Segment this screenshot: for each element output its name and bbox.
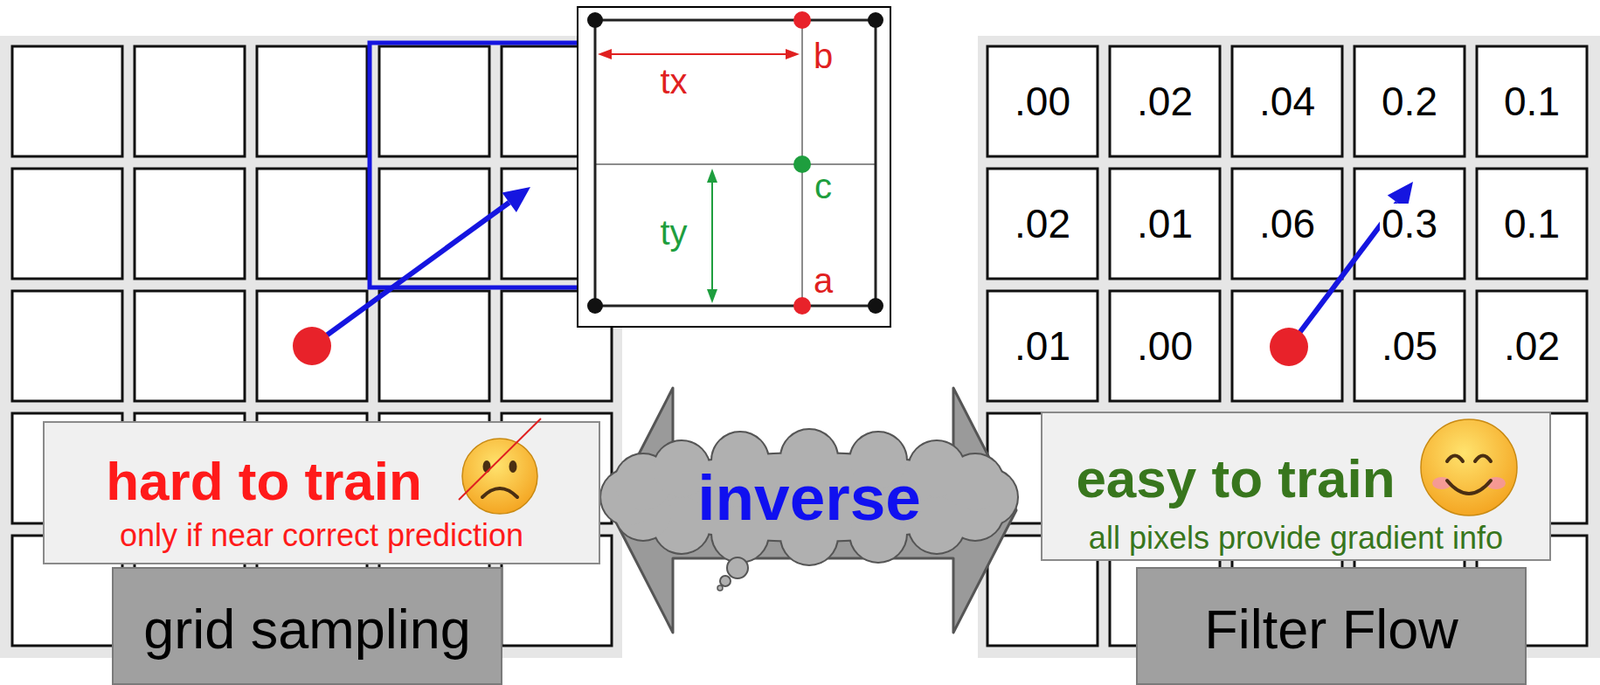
source-pixel xyxy=(1269,327,1309,367)
interp-point xyxy=(793,297,811,315)
arrow-head xyxy=(597,48,612,60)
weight-cell: 0.2 xyxy=(1379,81,1440,122)
offset-arrow xyxy=(311,202,510,347)
weight-cell: .02 xyxy=(1135,81,1195,122)
arrow-head xyxy=(502,187,532,213)
grid-cell xyxy=(1476,46,1587,157)
grid-cell xyxy=(134,46,245,157)
grid-cell xyxy=(134,168,245,279)
corner-point xyxy=(867,12,884,28)
sampling-window xyxy=(369,42,612,288)
grid-cell xyxy=(1109,168,1220,279)
grid-cell xyxy=(987,290,1098,402)
edge-label: inverse xyxy=(697,465,922,530)
grid-cell xyxy=(1354,290,1465,402)
grid-cell xyxy=(1354,168,1465,279)
grid-cell xyxy=(1109,46,1220,157)
weight-cell: .02 xyxy=(1012,203,1073,244)
arrow-head xyxy=(706,168,718,183)
grid-cell xyxy=(1476,168,1587,279)
grid-cell xyxy=(987,46,1098,157)
callout-note: all pixels provide gradient info xyxy=(1088,519,1504,556)
callout-box: easy to train all pixels provide gradient… xyxy=(1040,411,1552,562)
weight-cell: .04 xyxy=(1257,81,1317,122)
grid-cell xyxy=(12,46,123,157)
sample-point xyxy=(793,155,811,174)
arrow-head xyxy=(706,289,718,304)
thought-bubble xyxy=(727,557,749,579)
grid-panel xyxy=(0,35,623,659)
point-label: a xyxy=(811,263,835,298)
grid-cell xyxy=(1232,168,1343,279)
corner-point xyxy=(867,297,884,314)
grid-cell xyxy=(1232,290,1343,402)
cloud-part xyxy=(947,454,1004,511)
weight-cell: .05 xyxy=(1379,325,1440,367)
thought-bubble xyxy=(720,575,731,587)
point-label: b xyxy=(811,38,835,74)
callout-note: only if near correct prediction xyxy=(119,517,524,554)
grid-panel xyxy=(977,35,1600,659)
method-box: grid sampling xyxy=(111,567,503,685)
dimension-line xyxy=(609,53,788,56)
grid-cell xyxy=(256,46,368,157)
method-box: Filter Flow xyxy=(1135,567,1527,685)
dimension-label: ty xyxy=(658,214,689,250)
grid-cell xyxy=(379,46,490,157)
grid-cell xyxy=(1354,46,1465,157)
weight-cell: 0.1 xyxy=(1502,203,1562,244)
thought-bubble xyxy=(717,585,723,591)
corner-point xyxy=(587,12,603,28)
grid-cell xyxy=(1232,46,1343,157)
dimension-line xyxy=(711,180,714,291)
grid-cell xyxy=(12,290,123,402)
grid-cell xyxy=(501,290,612,402)
pixel-square xyxy=(595,20,876,306)
callout-title: easy to train xyxy=(1075,447,1395,510)
weight-cell: .00 xyxy=(1135,325,1195,367)
grid-cell xyxy=(134,290,245,402)
method-name: grid sampling xyxy=(143,597,471,661)
source-pixel xyxy=(292,326,332,366)
grid-line xyxy=(595,163,876,166)
weight-cell: .01 xyxy=(1012,325,1073,367)
callout-box: hard to train only if near correct predic… xyxy=(42,421,601,565)
grid-cell xyxy=(256,290,368,402)
grid-cell xyxy=(379,168,490,279)
dimension-label: tx xyxy=(658,63,689,99)
method-name: Filter Flow xyxy=(1204,597,1459,661)
weight-cell: 0.3 xyxy=(1379,203,1440,244)
point-label: c xyxy=(812,168,834,204)
double-arrow xyxy=(609,387,1017,633)
weight-cell: .06 xyxy=(1257,203,1317,244)
grid-cell xyxy=(379,290,490,402)
interp-point xyxy=(793,11,811,29)
grid-cell xyxy=(1476,290,1587,402)
weight-cell: .02 xyxy=(1502,325,1562,367)
grid-cell xyxy=(987,168,1098,279)
corner-point xyxy=(587,297,603,314)
weight-cell: .00 xyxy=(1012,81,1073,122)
weight-cell: .01 xyxy=(1135,203,1195,244)
inset-frame xyxy=(577,6,891,327)
cloud-fill xyxy=(947,454,1004,511)
grid-cell xyxy=(256,168,368,279)
callout-title: hard to train xyxy=(105,450,423,513)
weight-cell: 0.1 xyxy=(1502,81,1562,122)
grid-cell xyxy=(1109,290,1220,402)
arrow-head xyxy=(785,48,800,60)
grid-cell xyxy=(12,168,123,279)
